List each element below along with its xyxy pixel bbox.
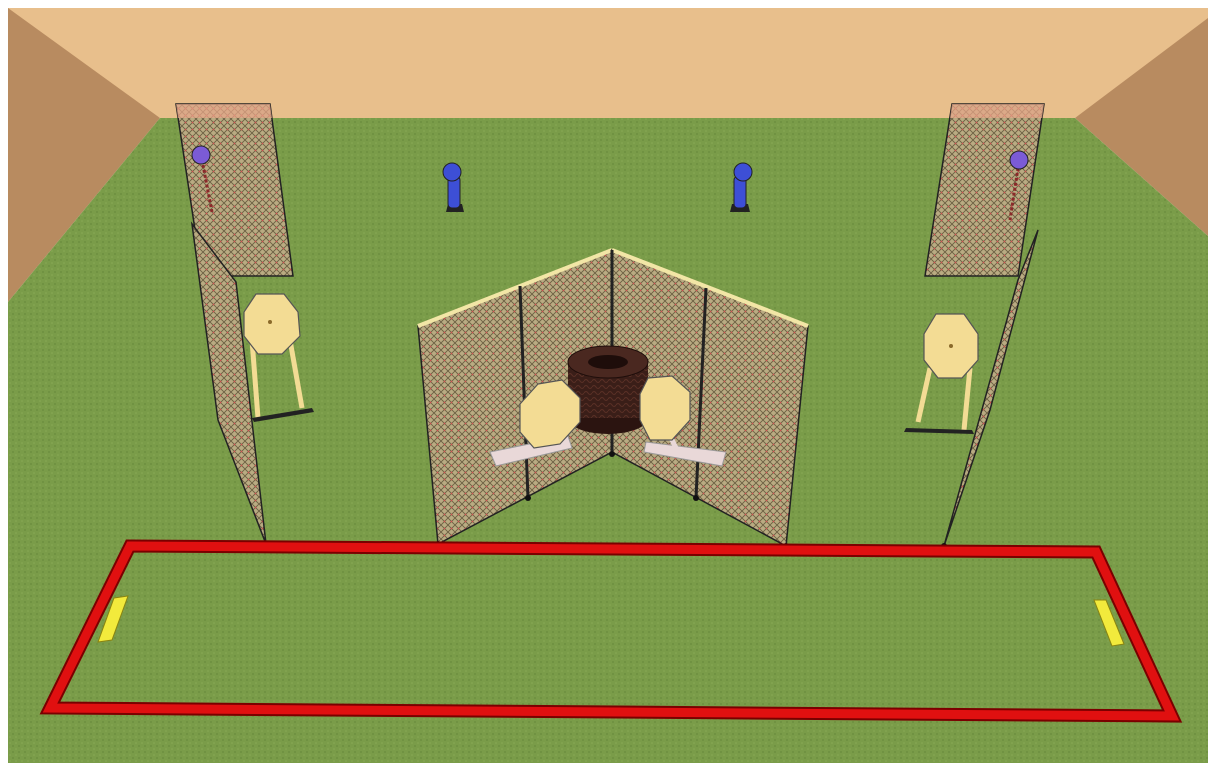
back-berm [8, 8, 1208, 118]
